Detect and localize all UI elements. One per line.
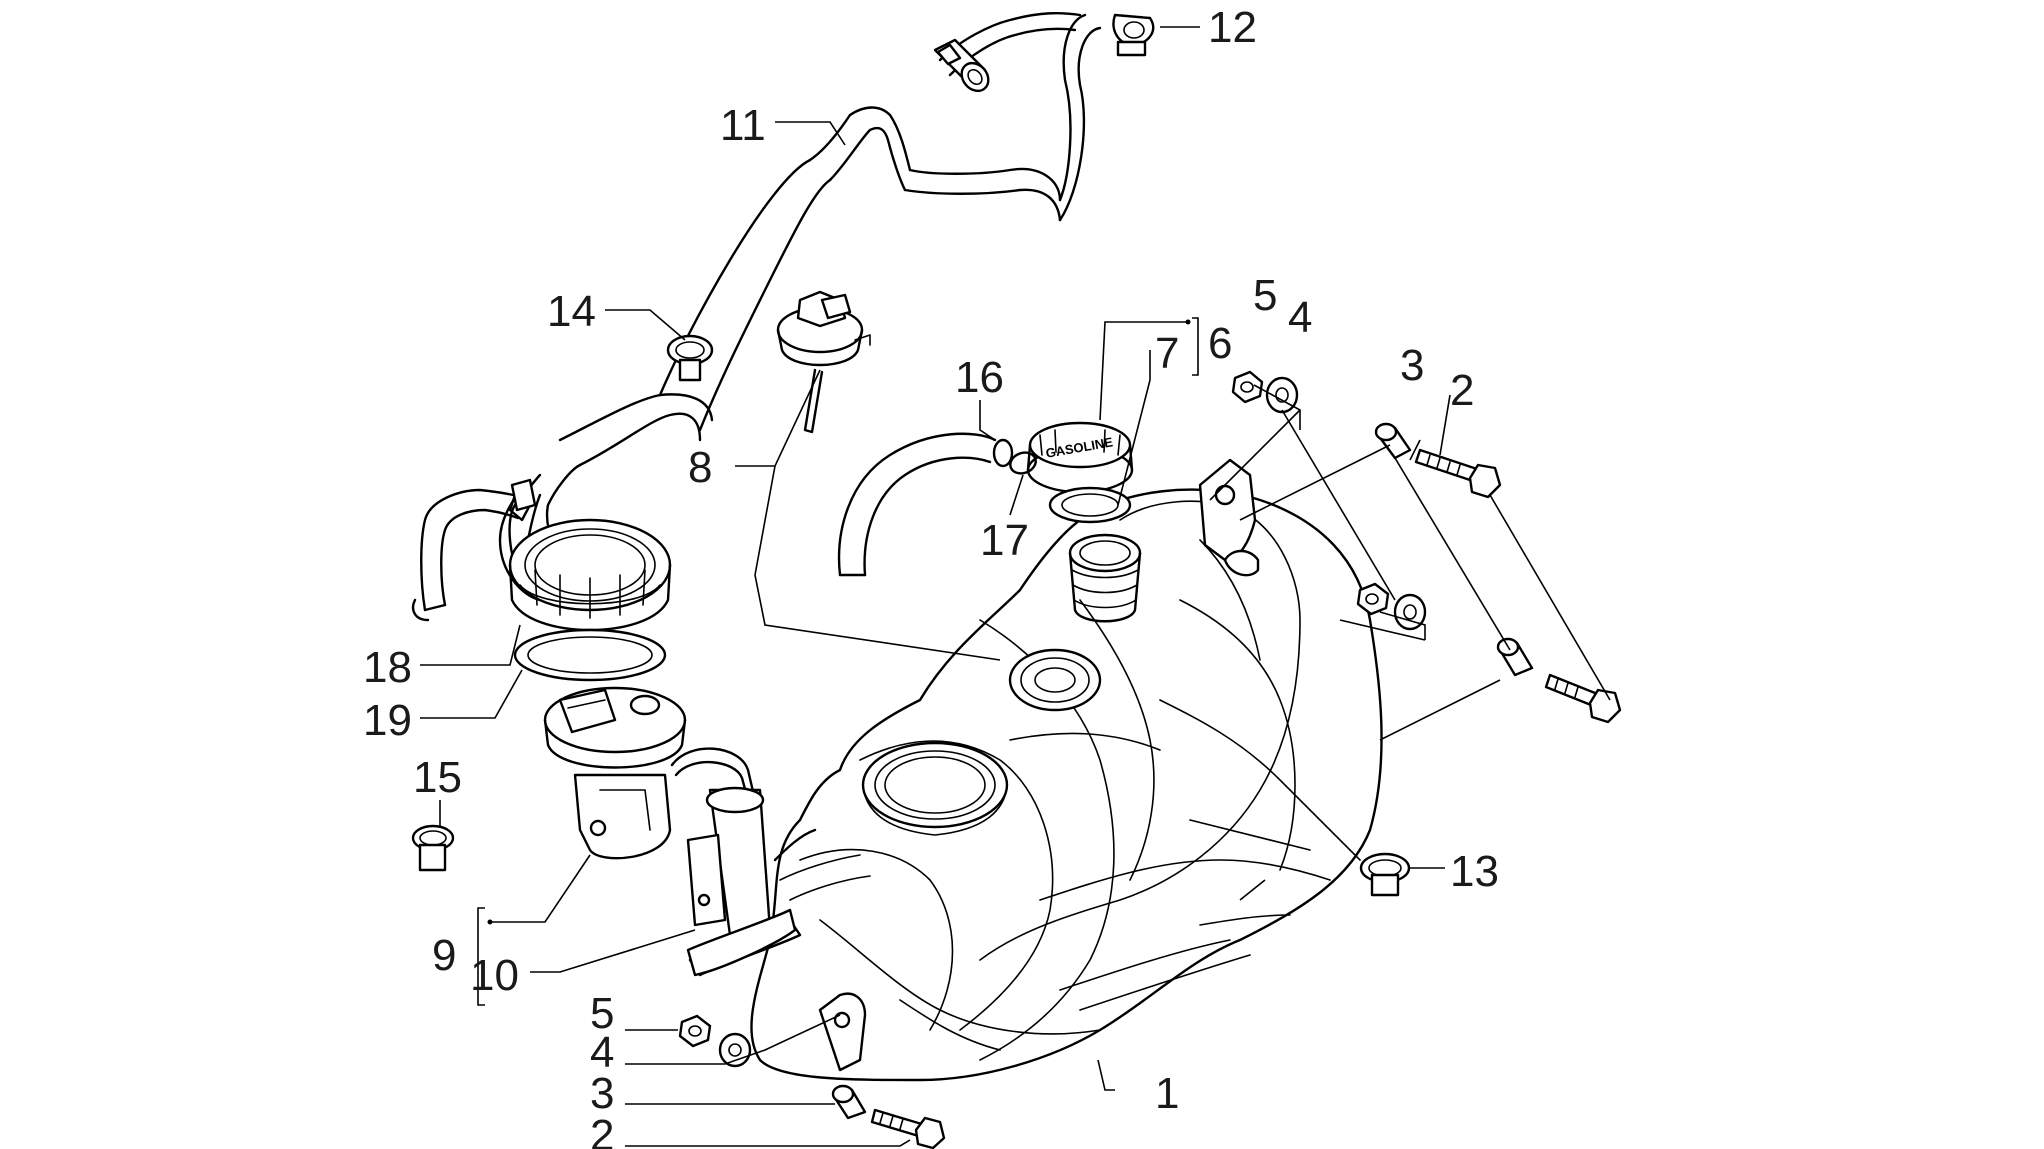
callout-14: 14 — [547, 287, 596, 336]
callout-11: 11 — [720, 101, 766, 150]
clamp-12 — [1112, 13, 1155, 57]
fuel-tank — [688, 458, 1383, 1082]
callout-1: 1 — [1155, 1069, 1179, 1118]
callout-17: 17 — [980, 516, 1029, 565]
callout-19: 19 — [363, 696, 412, 745]
fuel-cap: GASOLINE — [1026, 421, 1134, 494]
hose-clip-17 — [1009, 451, 1037, 475]
callout-3-bottom: 3 — [590, 1069, 614, 1118]
hose-16 — [837, 432, 1014, 577]
bolt-2-top — [1414, 448, 1502, 499]
hose-connector — [933, 38, 990, 93]
callout-8: 8 — [688, 443, 712, 492]
nut-5-bottom — [678, 1014, 712, 1048]
nut-5-top — [1231, 370, 1264, 404]
clamp-13 — [1359, 852, 1411, 897]
callout-4-bottom: 4 — [590, 1028, 614, 1077]
callout-15: 15 — [413, 753, 462, 802]
clamp-15 — [411, 824, 455, 872]
callout-5-top: 5 — [1253, 271, 1277, 320]
bolt-2-bottom — [870, 1108, 946, 1149]
elbow-hose — [411, 478, 537, 622]
bolt-2-mid — [1544, 673, 1622, 724]
callout-9: 9 — [432, 931, 456, 980]
spacer-3-mid — [1496, 637, 1534, 677]
callout-5-bottom: 5 — [590, 989, 614, 1038]
callout-7: 7 — [1155, 329, 1179, 378]
callout-2-top: 2 — [1450, 366, 1474, 415]
callout-10: 10 — [470, 951, 519, 1000]
callout-18: 18 — [363, 643, 412, 692]
callout-13: 13 — [1450, 847, 1499, 896]
callout-4-top: 4 — [1288, 293, 1312, 342]
spacer-3-top — [1374, 422, 1412, 460]
leader-lines — [420, 26, 1611, 1147]
washer-4-mid — [1393, 593, 1427, 631]
cap-gasket — [1048, 486, 1132, 524]
callout-16: 16 — [955, 353, 1004, 402]
fuel-level-sender — [776, 290, 871, 434]
callout-3-top: 3 — [1400, 341, 1424, 390]
clamp-14 — [666, 334, 714, 382]
nut-5-mid — [1356, 582, 1390, 616]
callout-labels: 1 2 2 3 3 4 4 5 5 6 7 8 9 10 11 12 13 14… — [363, 3, 1499, 1149]
callout-6: 6 — [1208, 319, 1232, 368]
spacer-3-bottom — [831, 1084, 867, 1120]
callout-2-bottom: 2 — [590, 1111, 614, 1149]
fuel-pump-assembly — [508, 518, 817, 977]
callout-12: 12 — [1208, 3, 1257, 52]
